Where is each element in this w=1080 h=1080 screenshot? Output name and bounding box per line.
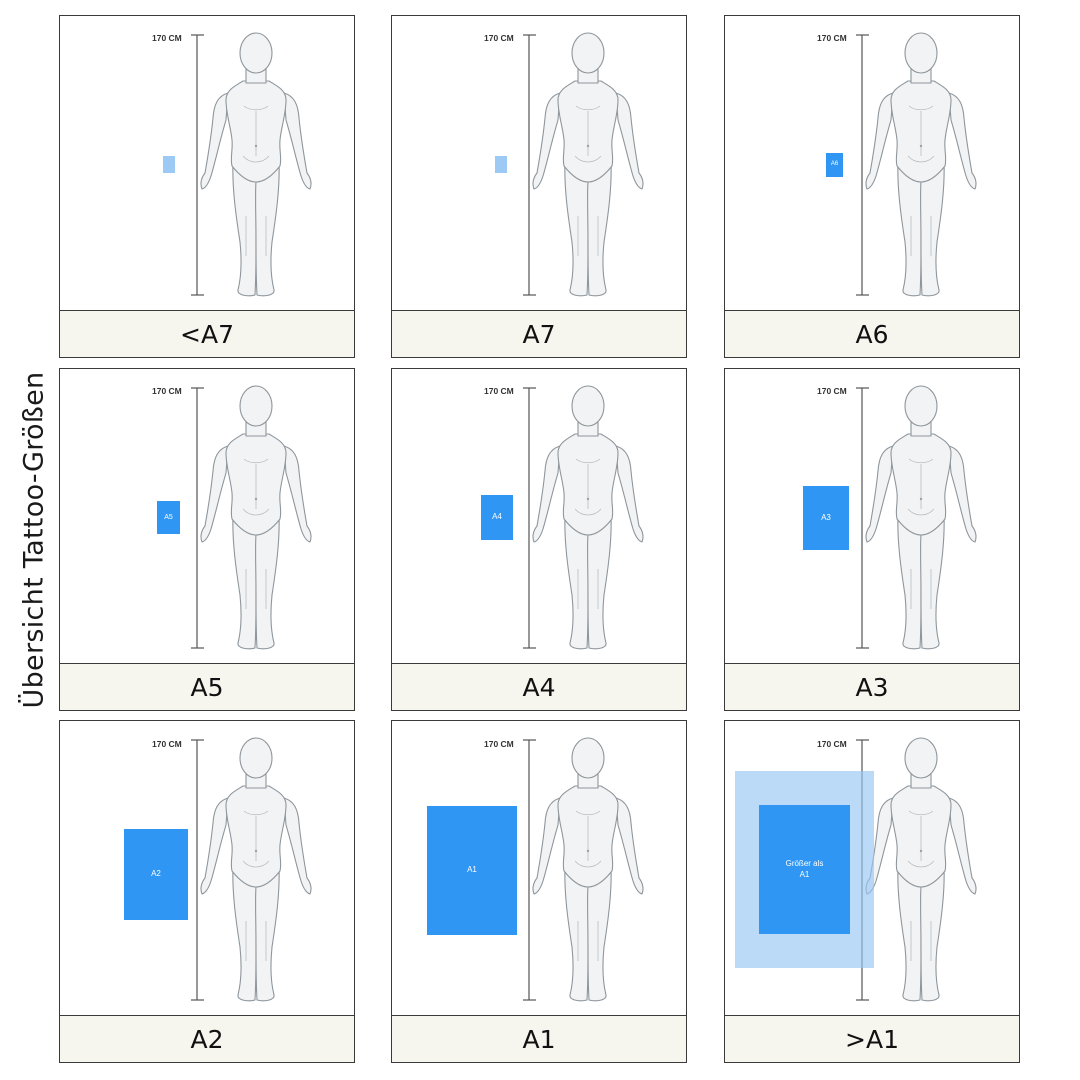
size-label: A3 [724,663,1020,711]
size-label: >A1 [724,1015,1020,1063]
size-card-a1[interactable]: 170 CM A1 A1 [391,720,687,1064]
height-label: 170 CM [484,739,514,749]
body-figure-icon [725,369,1019,663]
figure-panel: 170 CM A1 [391,720,687,1015]
figure-panel: 170 CM A3 [724,368,1020,663]
size-card-a5[interactable]: 170 CM A5 A5 [59,368,355,712]
figure-panel: 170 CM A6 [724,15,1020,310]
tattoo-size-marker: A2 [124,829,188,920]
size-card-a3[interactable]: 170 CM A3 A3 [724,368,1020,712]
figure-panel: 170 CM [391,15,687,310]
tattoo-size-marker [163,156,175,173]
size-label: A2 [59,1015,355,1063]
figure-panel: 170 CM A2 [59,720,355,1015]
size-card-gt-a1[interactable]: 170 CM Größer als A1 >A1 [724,720,1020,1064]
height-label: 170 CM [817,386,847,396]
size-label: <A7 [59,310,355,358]
body-figure-icon [392,369,686,663]
height-label: 170 CM [484,386,514,396]
height-label: 170 CM [484,33,514,43]
tattoo-size-marker: A1 [427,806,517,935]
tattoo-size-marker: A4 [481,495,513,540]
tattoo-size-marker: A5 [157,501,180,534]
body-figure-icon [60,721,354,1015]
tattoo-size-marker: Größer als A1 [759,805,850,934]
tattoo-size-marker: A6 [826,153,843,177]
height-label: 170 CM [817,33,847,43]
size-card-a2[interactable]: 170 CM A2 A2 [59,720,355,1064]
size-label: A1 [391,1015,687,1063]
body-figure-icon [60,369,354,663]
size-label: A7 [391,310,687,358]
figure-panel: 170 CM [59,15,355,310]
height-label: 170 CM [817,739,847,749]
height-label: 170 CM [152,33,182,43]
size-label: A5 [59,663,355,711]
size-card-lt-a7[interactable]: 170 CM <A7 [59,15,355,359]
height-label: 170 CM [152,739,182,749]
figure-panel: 170 CM A4 [391,368,687,663]
size-card-a4[interactable]: 170 CM A4 A4 [391,368,687,712]
tattoo-size-marker [495,156,507,173]
size-card-a6[interactable]: 170 CM A6 A6 [724,15,1020,359]
tattoo-size-marker: A3 [803,486,849,550]
body-figure-icon [392,16,686,310]
body-figure-icon [60,16,354,310]
height-label: 170 CM [152,386,182,396]
body-figure-icon [725,16,1019,310]
size-label: A6 [724,310,1020,358]
page-title: Übersicht Tattoo-Größen [19,372,50,709]
size-card-a7[interactable]: 170 CM A7 [391,15,687,359]
figure-panel: 170 CM A5 [59,368,355,663]
figure-panel: 170 CM Größer als A1 [724,720,1020,1015]
size-label: A4 [391,663,687,711]
